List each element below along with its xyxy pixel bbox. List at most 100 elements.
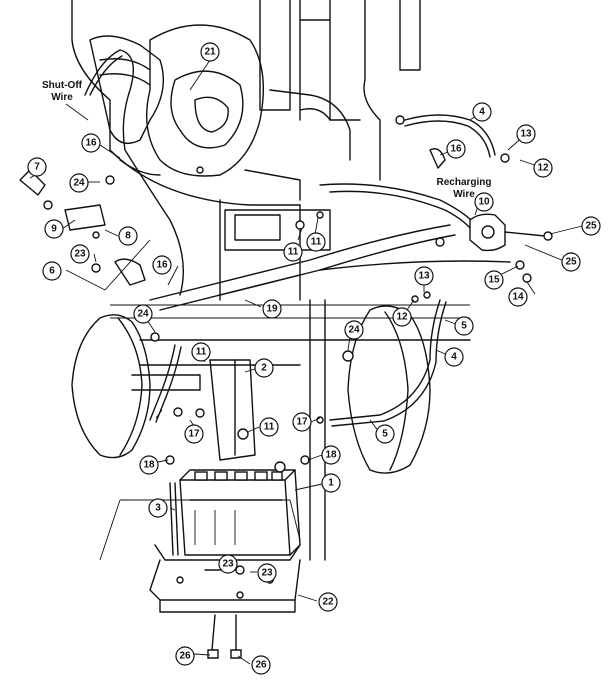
callout-11-c: 11 — [191, 342, 211, 362]
callout-12-mid: 12 — [392, 307, 412, 327]
callout-25-bottom: 25 — [561, 252, 581, 272]
svg-text:2: 2 — [261, 363, 267, 374]
callout-21: 21 — [200, 42, 220, 62]
recharging-wire-label-2: Wire — [453, 189, 475, 200]
small-parts — [19, 115, 532, 575]
callout-4-mid: 4 — [444, 347, 464, 367]
callout-12-top: 12 — [533, 158, 553, 178]
callout-23-a: 23 — [218, 554, 238, 574]
callout-18-right: 18 — [321, 445, 341, 465]
svg-text:15: 15 — [488, 275, 500, 286]
svg-text:8: 8 — [125, 231, 131, 242]
callout-25-top: 25 — [581, 216, 601, 236]
callout-23-b: 23 — [257, 563, 277, 583]
callout-17-right: 17 — [292, 412, 312, 432]
svg-text:16: 16 — [156, 260, 168, 271]
callout-14: 14 — [508, 287, 528, 307]
svg-text:17: 17 — [296, 417, 308, 428]
svg-text:23: 23 — [74, 249, 86, 260]
callout-13-mid: 13 — [414, 266, 434, 286]
svg-text:3: 3 — [155, 503, 161, 514]
svg-text:24: 24 — [73, 178, 85, 189]
svg-text:4: 4 — [479, 107, 485, 118]
svg-text:5: 5 — [382, 429, 388, 440]
svg-text:21: 21 — [204, 47, 216, 58]
svg-text:12: 12 — [396, 312, 408, 323]
svg-text:9: 9 — [51, 224, 57, 235]
callout-17-left: 17 — [184, 424, 204, 444]
svg-text:7: 7 — [34, 162, 40, 173]
callouts: 21 4 13 12 16 16 7 24 10 25 25 9 8 23 11… — [27, 42, 601, 675]
svg-text:14: 14 — [512, 292, 524, 303]
svg-text:24: 24 — [137, 309, 149, 320]
svg-text:10: 10 — [478, 197, 490, 208]
callout-16-left: 16 — [81, 133, 101, 153]
svg-text:18: 18 — [325, 450, 337, 461]
svg-text:16: 16 — [85, 138, 97, 149]
callout-11-b: 11 — [306, 232, 326, 252]
callout-4-top: 4 — [472, 102, 492, 122]
cables — [149, 114, 511, 427]
callout-5-top: 5 — [454, 316, 474, 336]
callout-6: 6 — [42, 261, 62, 281]
svg-text:26: 26 — [179, 651, 191, 662]
callout-24-mid: 24 — [344, 320, 364, 340]
leader-lines — [29, 59, 583, 665]
svg-text:25: 25 — [565, 257, 577, 268]
callout-23-left: 23 — [70, 244, 90, 264]
callout-16-mid: 16 — [152, 255, 172, 275]
svg-text:18: 18 — [143, 460, 155, 471]
callout-13-top: 13 — [516, 124, 536, 144]
svg-text:19: 19 — [266, 304, 278, 315]
svg-text:6: 6 — [49, 266, 55, 277]
callout-24-left: 24 — [133, 304, 153, 324]
callout-7: 7 — [27, 157, 47, 177]
svg-text:17: 17 — [188, 429, 200, 440]
svg-text:13: 13 — [520, 129, 532, 140]
svg-text:22: 22 — [322, 597, 334, 608]
battery-bracket — [195, 359, 256, 461]
recharging-wire-label: Recharging — [436, 177, 491, 188]
callout-2: 2 — [254, 358, 274, 378]
svg-text:24: 24 — [348, 325, 360, 336]
callout-11-a: 11 — [283, 242, 303, 262]
solenoid — [469, 213, 553, 252]
svg-text:23: 23 — [261, 568, 273, 579]
callout-10: 10 — [474, 192, 494, 212]
callout-19: 19 — [262, 299, 282, 319]
svg-text:1: 1 — [328, 478, 334, 489]
callout-11-d: 11 — [259, 417, 279, 437]
shutoff-wire-label-2: Wire — [51, 92, 73, 103]
svg-text:11: 11 — [288, 247, 299, 258]
svg-text:12: 12 — [537, 163, 549, 174]
svg-text:26: 26 — [255, 660, 267, 671]
callout-5-bottom: 5 — [375, 424, 395, 444]
callout-18-left: 18 — [139, 455, 159, 475]
callout-9: 9 — [44, 219, 64, 239]
svg-text:5: 5 — [461, 321, 467, 332]
svg-text:4: 4 — [451, 352, 457, 363]
svg-text:25: 25 — [585, 221, 597, 232]
callout-8: 8 — [118, 226, 138, 246]
callout-26-left: 26 — [175, 646, 195, 666]
callout-24-top: 24 — [69, 173, 89, 193]
shutoff-wire-label: Shut-Off — [42, 80, 83, 91]
svg-text:11: 11 — [196, 347, 207, 358]
callout-22: 22 — [318, 592, 338, 612]
svg-text:23: 23 — [222, 559, 234, 570]
callout-15: 15 — [484, 270, 504, 290]
svg-text:16: 16 — [450, 144, 462, 155]
battery — [179, 469, 301, 556]
shutoff-wire — [84, 49, 185, 296]
callout-3: 3 — [148, 498, 168, 518]
callout-26-right: 26 — [251, 655, 271, 675]
engine — [89, 24, 351, 201]
callout-1: 1 — [321, 473, 341, 493]
svg-text:11: 11 — [311, 237, 322, 248]
svg-text:13: 13 — [418, 271, 430, 282]
svg-text:11: 11 — [264, 422, 275, 433]
callout-16-right: 16 — [446, 139, 466, 159]
left-wheel — [71, 314, 201, 459]
